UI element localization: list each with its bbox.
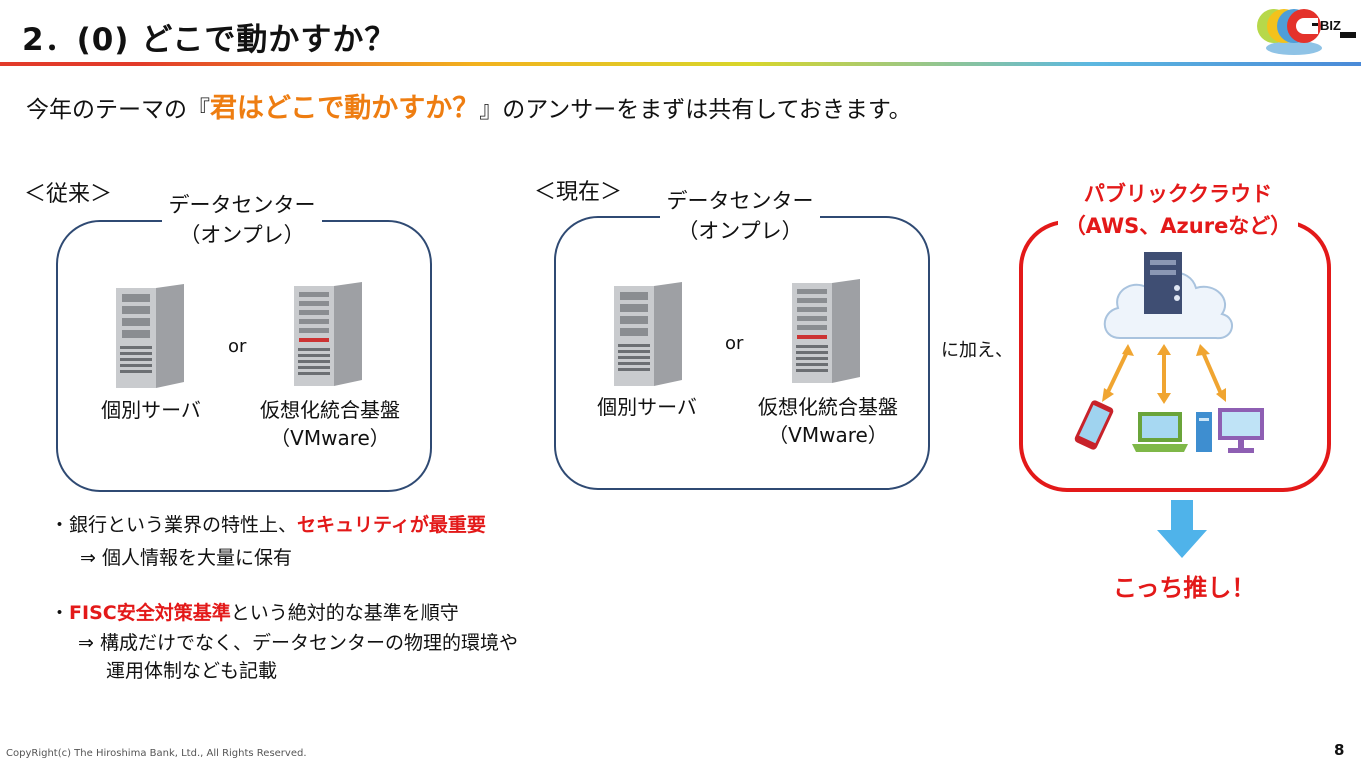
lead-after: 』のアンサーをまずは共有しておきます。 bbox=[479, 97, 912, 123]
bullet-fisc: ・FISC安全対策基準という絶対的な基準を順守 bbox=[50, 598, 459, 625]
down-arrow-icon bbox=[1157, 500, 1207, 562]
legacy-box-label-line1: データセンター bbox=[168, 193, 316, 217]
rack-server-icon bbox=[792, 279, 862, 389]
current-box-label-line2: （オンプレ） bbox=[677, 219, 803, 243]
current-hci-caption-line2: （VMware） bbox=[768, 423, 888, 447]
laptop-icon bbox=[1132, 410, 1190, 458]
desktop-pc-icon bbox=[1196, 406, 1266, 460]
conclusion-text: こっち推し！ bbox=[1113, 574, 1256, 602]
bullet-security-sub: ⇒ 個人情報を大量に保有 bbox=[80, 547, 292, 569]
public-cloud-label-line1: パブリッククラウド bbox=[1083, 182, 1273, 206]
bullet-security-prefix: ・銀行という業界の特性上、 bbox=[50, 514, 298, 536]
current-hci-caption-line1: 仮想化統合基盤 bbox=[758, 395, 898, 419]
logo-text: BIZ bbox=[1320, 18, 1341, 33]
legacy-hci-caption: 仮想化統合基盤 （VMware） bbox=[246, 396, 414, 452]
slide-title: 2．(0) どこで動かすか？ bbox=[22, 22, 397, 58]
public-cloud-label: パブリッククラウド （AWS、Azureなど） bbox=[1058, 178, 1298, 242]
cloud-server-icon bbox=[1098, 248, 1238, 348]
bullet-fisc-emphasis: FISC安全対策基準 bbox=[69, 602, 231, 624]
bullet-fisc-prefix: ・ bbox=[50, 602, 70, 624]
legacy-box-label: データセンター （オンプレ） bbox=[162, 190, 322, 250]
tower-server-icon bbox=[116, 284, 186, 394]
page-number: 8 bbox=[1334, 741, 1345, 759]
lead-sentence: 今年のテーマの『君はどこで動かすか？』のアンサーをまずは共有しておきます。 bbox=[26, 86, 912, 125]
rack-server-icon bbox=[294, 282, 364, 392]
current-heading: ＜現在＞ bbox=[534, 180, 623, 205]
lead-before: 今年のテーマの『 bbox=[26, 97, 210, 123]
copyright: CopyRight(c) The Hiroshima Bank, Ltd., A… bbox=[6, 748, 307, 759]
bullet-fisc-sub-line1: ⇒ 構成だけでなく、データセンターの物理的環境や bbox=[78, 632, 518, 654]
bullet-fisc-suffix: という絶対的な基準を順守 bbox=[230, 602, 459, 624]
legacy-or: or bbox=[228, 336, 247, 357]
current-or: or bbox=[725, 333, 744, 354]
tower-server-icon bbox=[614, 282, 684, 392]
legacy-server-caption: 個別サーバ bbox=[101, 398, 201, 422]
sync-arrow-icon bbox=[1098, 342, 1238, 408]
legacy-datacenter-box bbox=[56, 220, 432, 492]
lead-highlight: 君はどこで動かすか？ bbox=[210, 93, 480, 124]
current-server-caption: 個別サーバ bbox=[597, 395, 697, 419]
current-box-label-line1: データセンター bbox=[666, 189, 814, 213]
legacy-hci-caption-line1: 仮想化統合基盤 bbox=[260, 398, 400, 422]
bullet-security: ・銀行という業界の特性上、セキュリティが最重要 bbox=[50, 510, 486, 537]
bullet-security-emphasis: セキュリティが最重要 bbox=[297, 514, 486, 536]
current-box-label: データセンター （オンプレ） bbox=[660, 186, 820, 246]
public-cloud-label-line2: （AWS、Azureなど） bbox=[1064, 214, 1292, 238]
legacy-heading: ＜従来＞ bbox=[24, 182, 113, 207]
current-hci-caption: 仮想化統合基盤 （VMware） bbox=[744, 393, 912, 449]
legacy-box-label-line2: （オンプレ） bbox=[179, 223, 305, 247]
company-logo: BIZ bbox=[1254, 2, 1358, 60]
title-divider bbox=[0, 62, 1361, 66]
bullet-fisc-sub-line2: 運用体制なども記載 bbox=[106, 660, 278, 682]
smartphone-icon bbox=[1072, 398, 1116, 456]
legacy-hci-caption-line2: （VMware） bbox=[270, 426, 390, 450]
in-addition-text: に加え、 bbox=[941, 340, 1013, 361]
